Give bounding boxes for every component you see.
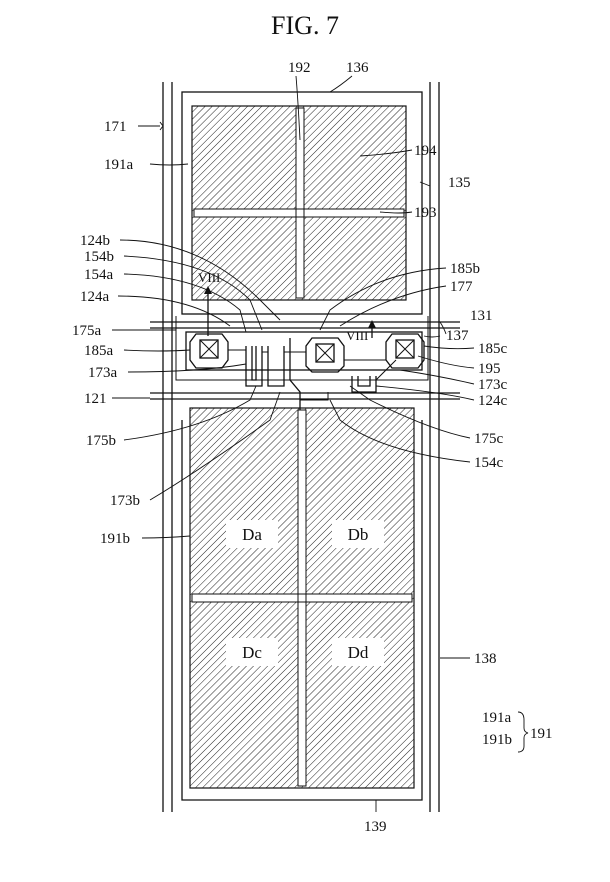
label-185a: 185a (84, 343, 114, 359)
tft-region (185, 286, 425, 410)
data-lines (162, 82, 440, 812)
label-173b: 173b (110, 493, 140, 509)
label-193: 193 (414, 205, 437, 221)
leader-lines (112, 75, 475, 812)
domain-labels: Da Db Dc Dd (242, 525, 369, 662)
label-124b: 124b (80, 233, 110, 249)
label-194: 194 (414, 143, 437, 159)
reference-labels: 192 136 171 191a 194 135 193 124b 154b 1… (72, 60, 508, 835)
label-171: 171 (104, 119, 127, 135)
label-137: 137 (446, 328, 469, 344)
legend-191a: 191a (482, 710, 512, 726)
label-124a: 124a (80, 289, 110, 305)
label-173a: 173a (88, 365, 118, 381)
label-191b: 191b (100, 531, 130, 547)
label-131: 131 (470, 308, 493, 324)
label-192: 192 (288, 60, 311, 76)
label-136: 136 (346, 60, 369, 76)
label-154c: 154c (474, 455, 504, 471)
domain-label-da: Da (242, 525, 262, 544)
label-175c: 175c (474, 431, 504, 447)
legend-group: 191a 191b 191 (482, 710, 553, 753)
section-marker-viii-left: VIII (198, 270, 220, 285)
label-185c: 185c (478, 341, 508, 357)
label-177: 177 (450, 279, 473, 295)
label-173c: 173c (478, 377, 508, 393)
label-154b: 154b (84, 249, 114, 265)
label-191a: 191a (104, 157, 134, 173)
label-175a: 175a (72, 323, 102, 339)
domain-label-dd: Dd (348, 643, 369, 662)
pixel-electrode-191b (189, 407, 415, 789)
domain-label-dc: Dc (242, 643, 262, 662)
legend-191: 191 (530, 726, 553, 742)
label-195: 195 (478, 361, 501, 377)
domain-label-db: Db (348, 525, 369, 544)
label-138: 138 (474, 651, 497, 667)
legend-191b: 191b (482, 732, 512, 748)
label-124c: 124c (478, 393, 508, 409)
label-154a: 154a (84, 267, 114, 283)
label-175b: 175b (86, 433, 116, 449)
pixel-electrode-191a (191, 105, 407, 301)
section-marker-viii-right: VIII (346, 328, 368, 343)
label-185b: 185b (450, 261, 480, 277)
storage-electrode-outline (175, 91, 429, 801)
label-135: 135 (448, 175, 471, 191)
label-139: 139 (364, 819, 387, 835)
figure-title: FIG. 7 (271, 11, 339, 40)
gate-lines (150, 321, 460, 400)
label-121: 121 (84, 391, 107, 407)
